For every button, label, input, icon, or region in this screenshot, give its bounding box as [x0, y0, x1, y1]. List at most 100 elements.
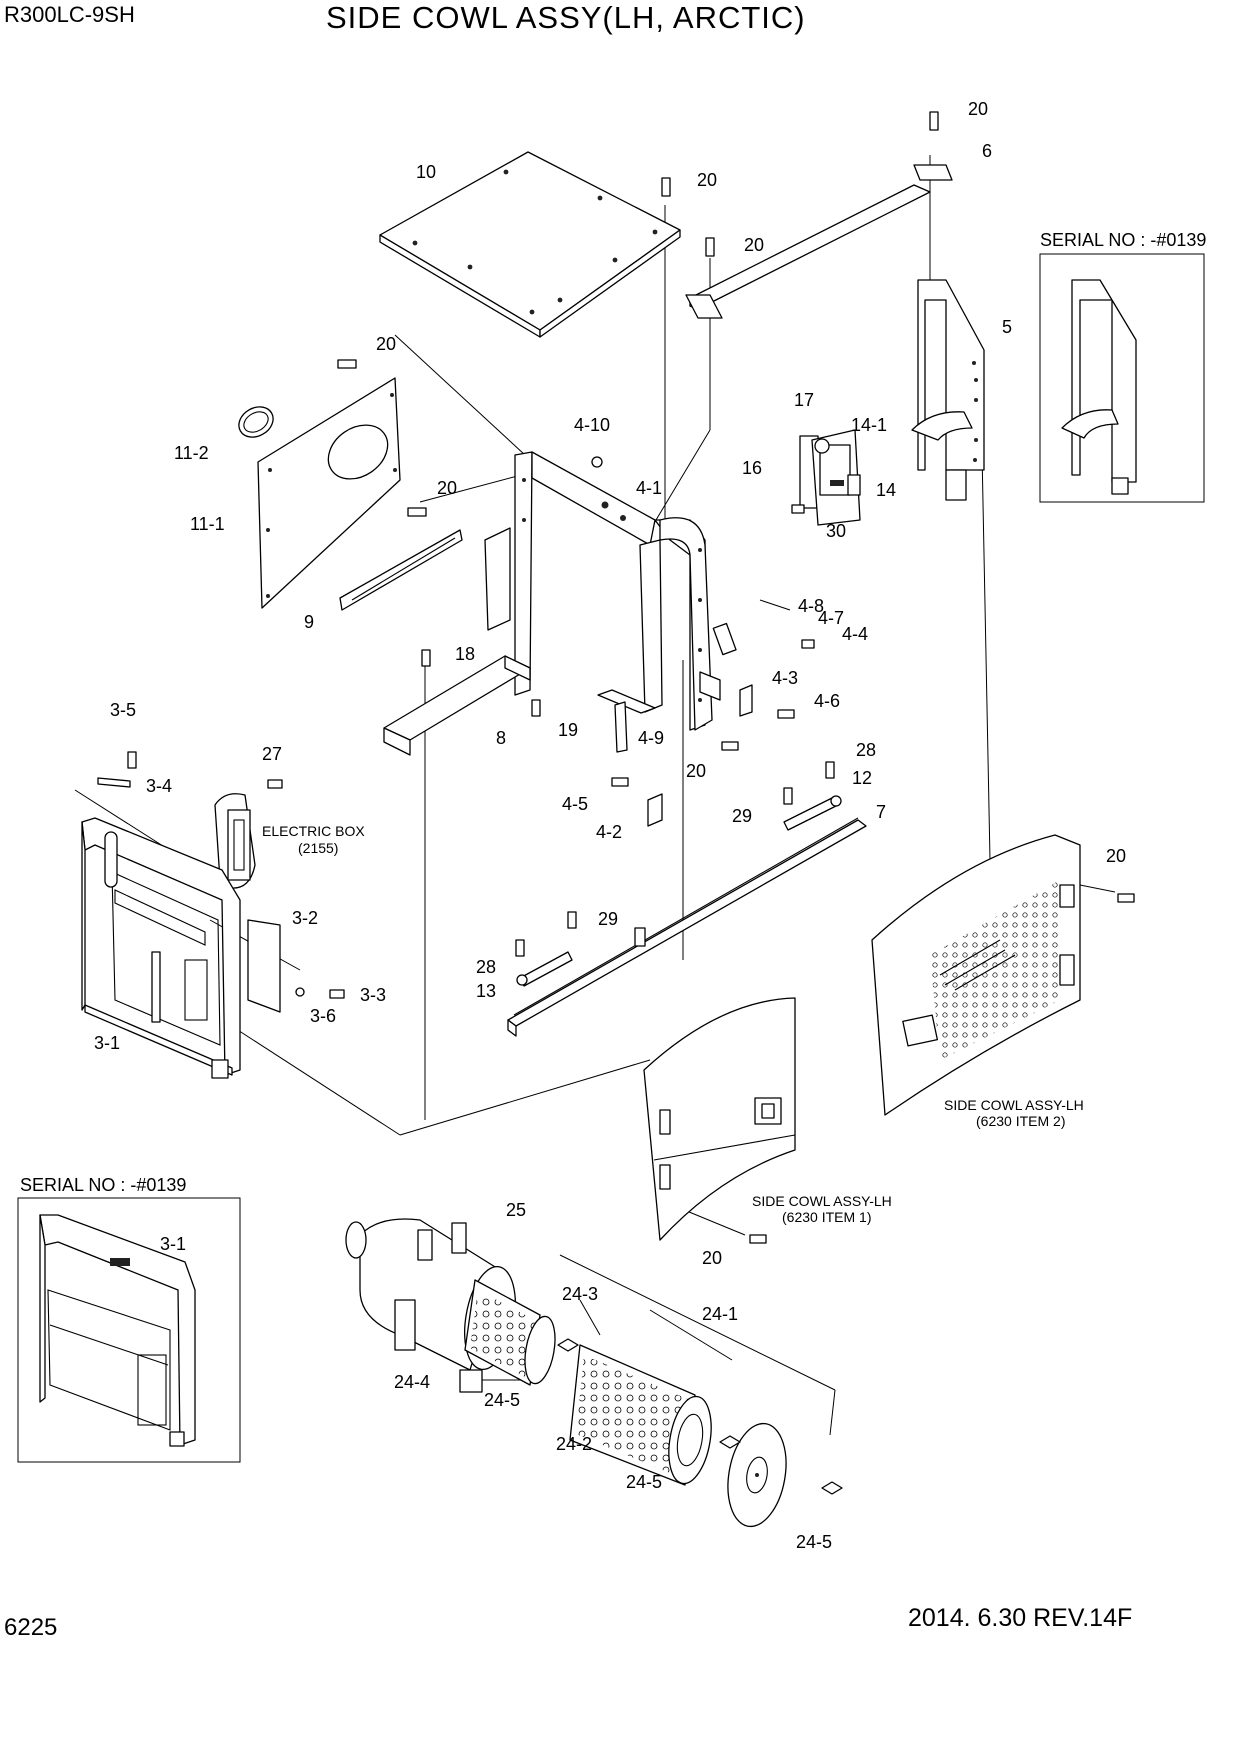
callout: 9 — [304, 612, 314, 632]
part-3-1-side-frame — [81, 817, 241, 1079]
callout: 6 — [982, 141, 992, 161]
callout: 20 — [744, 235, 764, 255]
bolts — [127, 111, 1135, 1244]
callout: 20 — [1106, 846, 1126, 866]
callout: 11-1 — [190, 514, 225, 534]
side-cowl-item-1 — [643, 997, 796, 1241]
page-title: SIDE COWL ASSY(LH, ARCTIC) — [326, 0, 806, 35]
callout: 12 — [852, 768, 872, 788]
serial-box-part-3-1 — [17, 1197, 241, 1463]
callout: 14-1 — [851, 415, 887, 435]
part-8-tray — [383, 655, 531, 756]
callout: 20 — [376, 334, 396, 354]
part-6-bracket-bar — [685, 164, 953, 319]
electric-box — [214, 793, 256, 889]
revision-date: 2014. 6.30 REV.14F — [908, 1604, 1133, 1632]
model-number: R300LC-9SH — [4, 2, 135, 27]
part-7-long-bar — [507, 817, 867, 1037]
callout: 20 — [968, 99, 988, 119]
callout: 3-4 — [146, 776, 172, 796]
callout: 5 — [1002, 317, 1012, 337]
callout: 11-2 — [174, 443, 209, 463]
callout: 4-2 — [596, 822, 622, 842]
callout: 4-3 — [772, 668, 798, 688]
callout: 3-1 — [160, 1234, 186, 1254]
callout: 4-4 — [842, 624, 868, 644]
callout: 20 — [697, 170, 717, 190]
part-24-5-wing-nuts — [557, 1338, 843, 1495]
callout: 24-5 — [796, 1532, 832, 1552]
callout: 24-2 — [556, 1434, 592, 1454]
part-4-1-main-frame — [484, 451, 737, 731]
part-13-latch — [516, 951, 573, 987]
side-cowl-item2-ref: (6230 ITEM 2) — [976, 1113, 1065, 1129]
part-9-strip — [339, 529, 463, 611]
side-cowl-item1-ref: (6230 ITEM 1) — [782, 1209, 871, 1225]
callout: 24-4 — [394, 1372, 430, 1392]
callout: 25 — [506, 1200, 526, 1220]
callout: 28 — [476, 957, 496, 977]
callout: 19 — [558, 720, 578, 740]
part-12-latch — [783, 795, 842, 831]
callout: 4-1 — [636, 478, 662, 498]
part-14-reservoir-tank — [799, 429, 861, 526]
part-11-2-grommet-ring — [238, 406, 274, 438]
callout: 4-10 — [574, 415, 610, 435]
callout: 20 — [437, 478, 457, 498]
callout: 20 — [686, 761, 706, 781]
part-24-2-outer-filter — [569, 1344, 712, 1486]
callout: 27 — [262, 744, 282, 764]
callout: 29 — [598, 909, 618, 929]
callout: 4-6 — [814, 691, 840, 711]
part-3-2-plate — [247, 919, 281, 1013]
serial-box-part-5 — [1039, 253, 1205, 503]
callout: 18 — [455, 644, 475, 664]
callout: 28 — [856, 740, 876, 760]
callout: 3-5 — [110, 700, 136, 720]
callout: 3-3 — [360, 985, 386, 1005]
callout: 3-2 — [292, 908, 318, 928]
callout: 24-5 — [626, 1472, 662, 1492]
callout: 14 — [876, 480, 896, 500]
callout: 29 — [732, 806, 752, 826]
part-5-vertical-bracket — [911, 279, 985, 501]
callout-labels: 20 6 10 20 20 20 11-2 11-1 4-10 20 4-1 9… — [94, 99, 1126, 1552]
callout: 24-5 — [484, 1390, 520, 1410]
electric-box-ref: (2155) — [298, 840, 338, 856]
part-10-top-plate — [379, 151, 681, 338]
callout: 4-9 — [638, 728, 664, 748]
callout: 10 — [416, 162, 436, 182]
part-24-4-valve — [459, 1369, 483, 1393]
side-cowl-item2-label: SIDE COWL ASSY-LH — [944, 1097, 1084, 1113]
part-4-3-plate — [739, 684, 753, 717]
part-4-9-l-bar — [597, 689, 656, 753]
callout: 24-3 — [562, 1284, 598, 1304]
serial-no-label: SERIAL NO : -#0139 — [1040, 230, 1206, 250]
part-4-2-plate — [647, 793, 663, 827]
part-3-4-rod — [97, 777, 131, 788]
part-24-1-end-cap — [727, 1422, 787, 1528]
part-4-10-washer — [591, 456, 603, 468]
callout: 20 — [702, 1248, 722, 1268]
part-11-1-cover-plate — [257, 377, 401, 609]
callout: 16 — [742, 458, 762, 478]
callout: 4-5 — [562, 794, 588, 814]
reference-notes: ELECTRIC BOX (2155) SIDE COWL ASSY-LH (6… — [20, 230, 1206, 1225]
side-cowl-item-2 — [871, 834, 1081, 1116]
callout: 13 — [476, 981, 496, 1001]
callout: 3-1 — [94, 1033, 120, 1053]
callout: 8 — [496, 728, 506, 748]
serial-no-label: SERIAL NO : -#0139 — [20, 1175, 186, 1195]
callout: 30 — [826, 521, 846, 541]
page-number: 6225 — [4, 1614, 58, 1641]
callout: 17 — [794, 390, 814, 410]
callout: 24-1 — [702, 1304, 738, 1324]
side-cowl-item1-label: SIDE COWL ASSY-LH — [752, 1193, 892, 1209]
part-24-3-inner-filter — [464, 1279, 556, 1386]
callout: 3-6 — [310, 1006, 336, 1026]
electric-box-label: ELECTRIC BOX — [262, 823, 365, 839]
callout: 4-7 — [818, 608, 844, 628]
callout: 7 — [876, 802, 886, 822]
callout: 4-8 — [798, 596, 824, 616]
